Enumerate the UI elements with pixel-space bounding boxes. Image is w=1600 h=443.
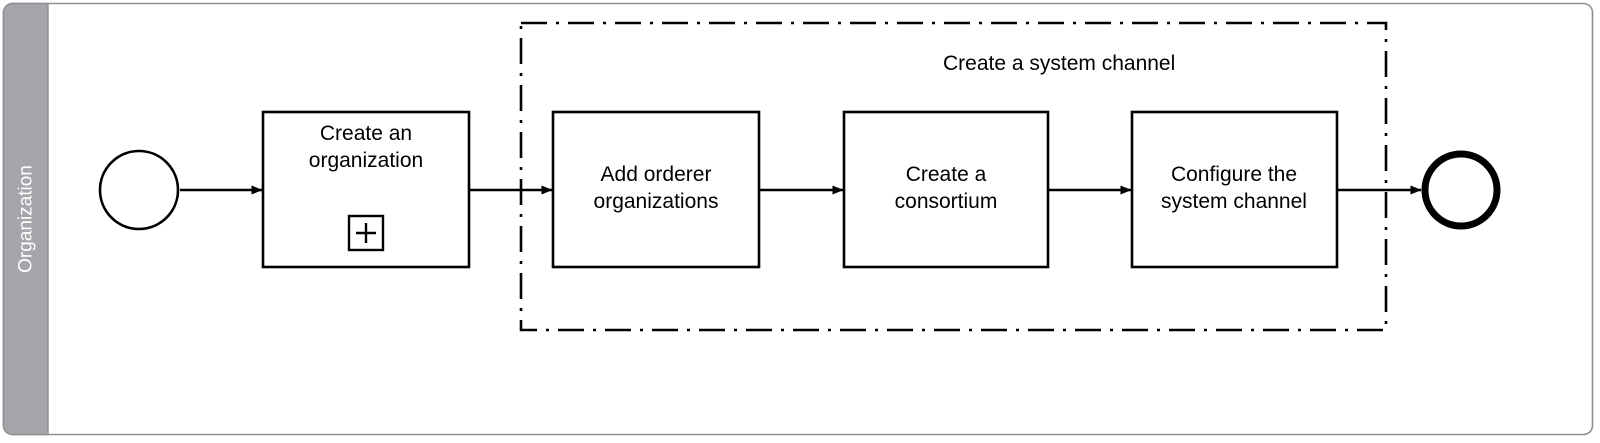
group-boundary (519, 21, 1388, 332)
pool-outline (2, 2, 1594, 436)
group-create-a-system-channel: Create a system channel (519, 21, 1388, 332)
task-create-an-organization[interactable]: Create an organization (261, 110, 471, 269)
task-create-a-consortium[interactable]: Create a consortium (842, 110, 1050, 269)
task-add-orderer-organizations[interactable]: Add orderer organizations (551, 110, 761, 269)
task-label-line1: Create a (906, 163, 987, 186)
lane-label: Organization (16, 165, 37, 273)
task-label-line2: consortium (895, 190, 998, 213)
task-label-line1: Add orderer (601, 163, 712, 186)
pool-frame: Organization (2, 2, 1594, 436)
start-event[interactable] (98, 149, 180, 231)
sub-process-plus-icon (347, 214, 385, 252)
task-label-line1: Configure the (1171, 163, 1297, 186)
task-label-line2: system channel (1161, 190, 1307, 213)
group-label: Create a system channel (943, 52, 1175, 75)
task-label-line2: organization (309, 149, 423, 172)
task-box[interactable] (842, 110, 1050, 269)
lane-header-band (2, 2, 49, 436)
task-box[interactable] (551, 110, 761, 269)
task-label-line2: organizations (594, 190, 719, 213)
task-configure-the-system-channel[interactable]: Configure the system channel (1130, 110, 1339, 269)
end-event[interactable] (1421, 150, 1501, 230)
task-label-line1: Create an (320, 122, 412, 145)
task-box[interactable] (1130, 110, 1339, 269)
